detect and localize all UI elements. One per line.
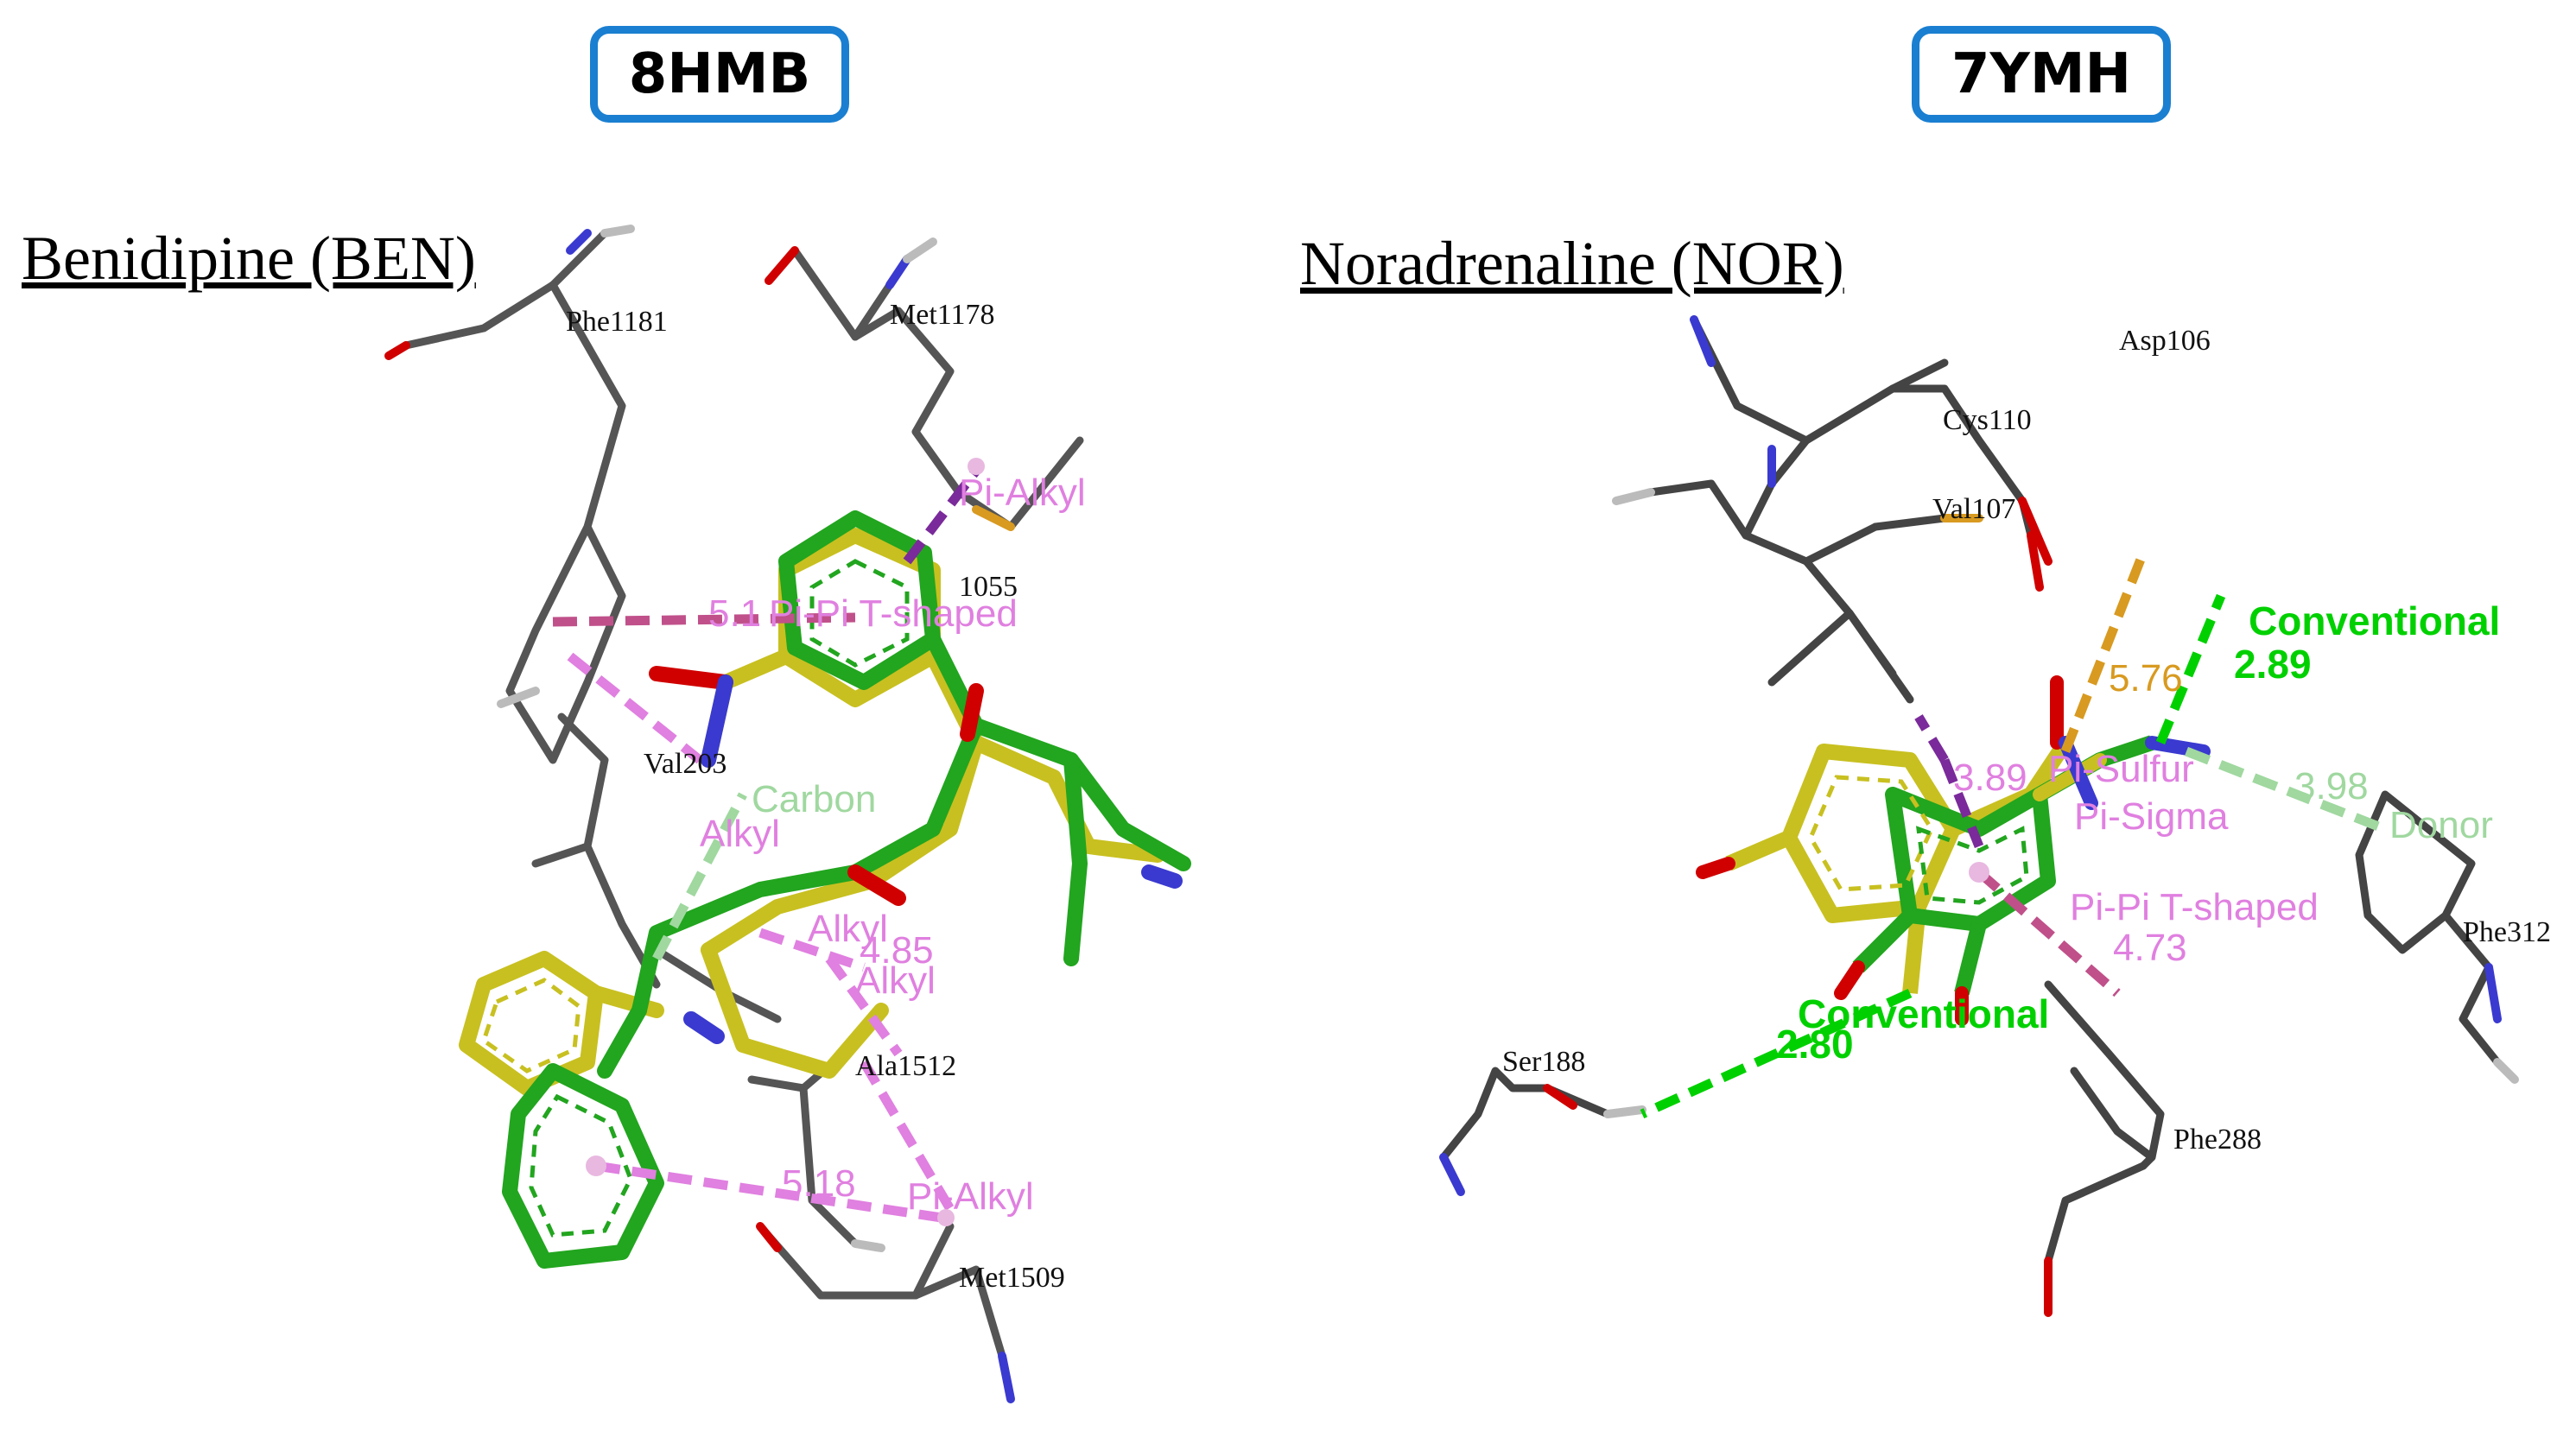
distance-label-5-1: 5.1: [708, 592, 761, 635]
residue-label-ser188: Ser188: [1502, 1046, 1585, 1078]
aromatic-rings: [481, 559, 910, 1238]
interaction-centroid: [1969, 862, 1989, 883]
residue-label-met1509: Met1509: [959, 1262, 1065, 1294]
residue-label-met1178: Met1178: [890, 299, 995, 331]
distance-label-2-80: 2.80: [1776, 1022, 1854, 1067]
interaction-label-alkyl-2: Alkyl: [808, 908, 888, 950]
interaction-label-pi-sulfur: Pi-Sulfur: [2048, 748, 2194, 790]
right-panel: 7YMH Noradrenaline (NOR): [1288, 0, 2576, 1431]
interaction-lines: [1640, 550, 2388, 1119]
residue-label-1055: 1055: [959, 571, 1018, 603]
docked-ligand: [502, 510, 1191, 1269]
residue-label-phe1181: Phe1181: [566, 306, 668, 338]
distance-label-3-98: 3.98: [2294, 765, 2369, 807]
interaction-label-alkyl-3: Alkyl: [855, 959, 936, 1002]
distance-label-5-18: 5.18: [782, 1162, 856, 1205]
ligand-heteroatoms: [649, 666, 1183, 1044]
structure-badge-7ymh: 7YMH: [1912, 26, 2171, 123]
left-panel: 8HMB Benidipine (BEN): [22, 26, 1191, 1403]
interaction-label-conventional-2: Conventional: [1798, 991, 2049, 1036]
ligand-heading-ben: Benidipine (BEN): [22, 224, 476, 293]
docking-diagram-8hmb: Phe1181 Met1178 Val203 Ala1512 Met1509 1…: [384, 225, 1191, 1403]
aromatic-rings: [1808, 775, 2029, 905]
interaction-centroids: [586, 458, 985, 1226]
residue-label-cys110: Cys110: [1943, 404, 2032, 436]
interaction-label-donor: Donor: [2389, 804, 2493, 846]
interaction-label-alkyl-1: Alkyl: [700, 813, 780, 855]
interaction-label-pi-alkyl-2: Pi-Alkyl: [907, 1175, 1034, 1218]
residue-label-val107: Val107: [1932, 493, 2015, 525]
distance-label-2-89: 2.89: [2234, 642, 2312, 687]
docking-diagram-7ymh: Asp106 Cys110 Val107 Phe312 Ser188 Phe28…: [1439, 315, 2551, 1317]
structure-badge-8hmb: 8HMB: [590, 26, 849, 123]
interaction-lines: [552, 467, 980, 1223]
distance-label-4-85: 4.85: [860, 929, 934, 972]
interaction-label-pi-alkyl-1: Pi-Alkyl: [959, 472, 1086, 514]
ligand-heading-nor: Noradrenaline (NOR): [1300, 229, 1844, 298]
residue-label-phe288: Phe288: [2173, 1124, 2262, 1156]
residue-label-ala1512: Ala1512: [855, 1050, 956, 1082]
residue-label-val203: Val203: [644, 748, 726, 780]
interaction-label-pi-sigma: Pi-Sigma: [2074, 795, 2229, 838]
residue-label-phe312: Phe312: [2463, 916, 2551, 948]
protein-heteroatoms: [1439, 315, 2519, 1317]
interaction-label-pi-pi-t-shaped: Pi-Pi T-shaped: [2070, 886, 2319, 928]
protein-heteroatoms: [384, 225, 1015, 1403]
distance-label-4-73: 4.73: [2113, 927, 2187, 969]
interaction-label-conventional-1: Conventional: [2249, 598, 2500, 643]
distance-label-5-76: 5.76: [2109, 657, 2183, 700]
distance-label-3-89: 3.89: [1953, 757, 2027, 799]
interaction-label-carbon: Carbon: [752, 778, 876, 820]
interaction-label-pi-pi-t-shaped: Pi-Pi T-shaped: [769, 592, 1018, 635]
residue-label-asp106: Asp106: [2119, 325, 2211, 357]
